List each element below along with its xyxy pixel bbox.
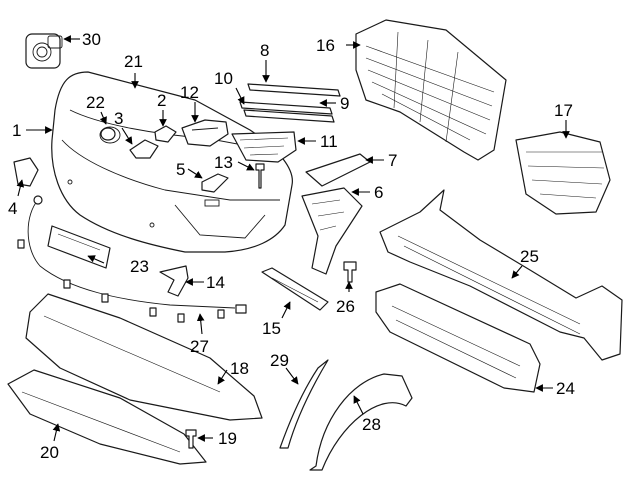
part-26-bolt [343,261,357,283]
callout-6: 6 [374,183,383,202]
callout-30: 30 [82,30,101,49]
part-14-bracket [159,265,189,297]
callout-1: 1 [12,121,21,140]
part-11-grille-insert [231,131,297,163]
part-13-bolt [255,163,265,189]
callout-18: 18 [230,359,249,378]
part-30-sensor-bracket [25,33,63,69]
part-4-side-bracket [13,157,39,187]
part-27-wiring-harness [17,195,247,323]
callout-9: 9 [340,94,349,113]
callout-19: 19 [218,429,237,448]
part-18-lower-shield [25,293,263,421]
callout-16: 16 [316,36,335,55]
part-8-trim-strip [247,83,341,97]
callout-4: 4 [8,199,17,218]
callout-2: 2 [157,91,166,110]
part-7-bracket [305,153,371,187]
part-1-bumper-cover [51,71,293,253]
part-24-energy-absorber [375,283,541,393]
callout-21: 21 [124,52,143,71]
callout-11: 11 [320,132,338,151]
leader-lines [16,35,570,442]
part-29-wheel-arch-trim [279,359,329,449]
part-19-screw [185,429,197,449]
callout-labels: 30 21 1 22 3 2 12 8 10 9 11 13 5 7 6 16 … [8,30,575,462]
callout-10: 10 [214,69,233,88]
callout-27: 27 [190,337,209,356]
part-12-bracket [181,119,229,147]
part-9-trim-strip [243,109,335,123]
part-17-lower-grille [515,131,611,215]
callout-14: 14 [206,273,225,292]
part-25-reinforcement-beam [379,189,623,361]
callout-17: 17 [554,101,573,120]
part-6-side-bracket [301,187,363,275]
callout-29: 29 [270,351,289,370]
callout-7: 7 [388,151,397,170]
callout-8: 8 [260,41,269,60]
callout-5: 5 [176,160,185,179]
callout-15: 15 [262,319,281,338]
part-3-bracket [129,139,159,159]
part-15-bracket [261,267,329,311]
callout-3: 3 [114,109,123,128]
callout-28: 28 [362,415,381,434]
callout-26: 26 [336,297,355,316]
part-5-tow-cap [201,173,229,193]
callout-12: 12 [180,83,199,102]
callout-25: 25 [520,247,539,266]
callout-13: 13 [214,153,233,172]
callout-22: 22 [86,93,105,112]
part-16-grille [355,19,507,161]
callout-24: 24 [556,379,575,398]
part-22-emblem-ring [100,127,116,141]
callout-23: 23 [130,257,149,276]
part-28-wheel-arch-liner [309,373,413,471]
part-2-clip [154,125,177,143]
callout-20: 20 [40,443,59,462]
part-10-trim-strip [239,101,333,115]
